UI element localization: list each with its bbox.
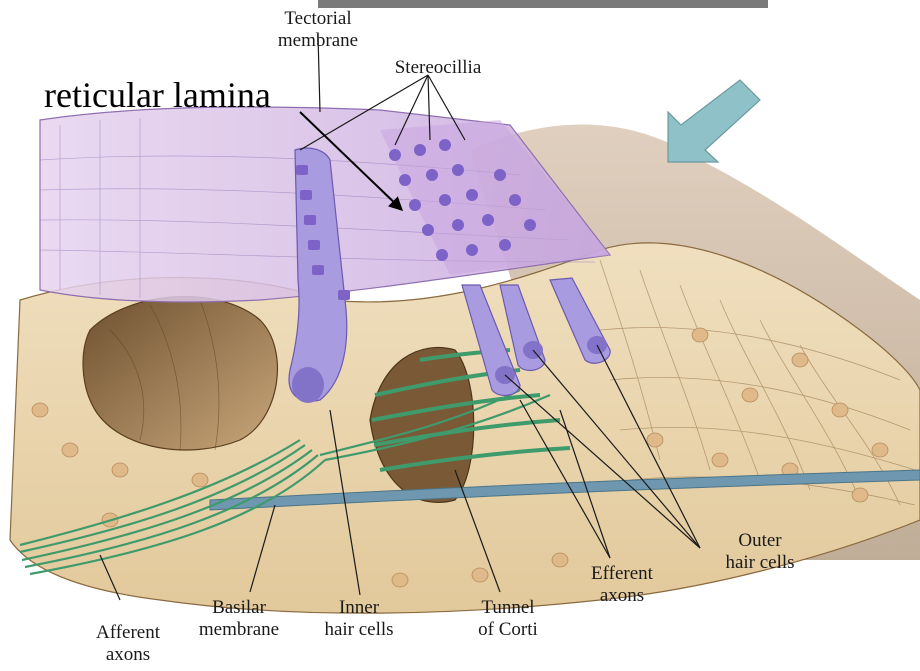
arrow-down-left-icon <box>668 80 760 162</box>
label-efferent-axons: Efferent axons <box>572 563 672 607</box>
label-tectorial-membrane: Tectorial membrane <box>254 8 382 52</box>
label-outer-hair-cells: Outer hair cells <box>705 530 815 574</box>
inner-sulcus-cavity <box>83 297 277 450</box>
label-inner-hair-cells: Inner hair cells <box>304 597 414 641</box>
top-photo-strip <box>318 0 768 8</box>
label-reticular-lamina: reticular lamina <box>44 74 271 116</box>
label-afferent-axons: Afferent axons <box>78 622 178 666</box>
label-stereocilia: Stereocillia <box>378 57 498 79</box>
label-tunnel-of-corti: Tunnel of Corti <box>458 597 558 641</box>
label-basilar-membrane: Basilar membrane <box>184 597 294 641</box>
